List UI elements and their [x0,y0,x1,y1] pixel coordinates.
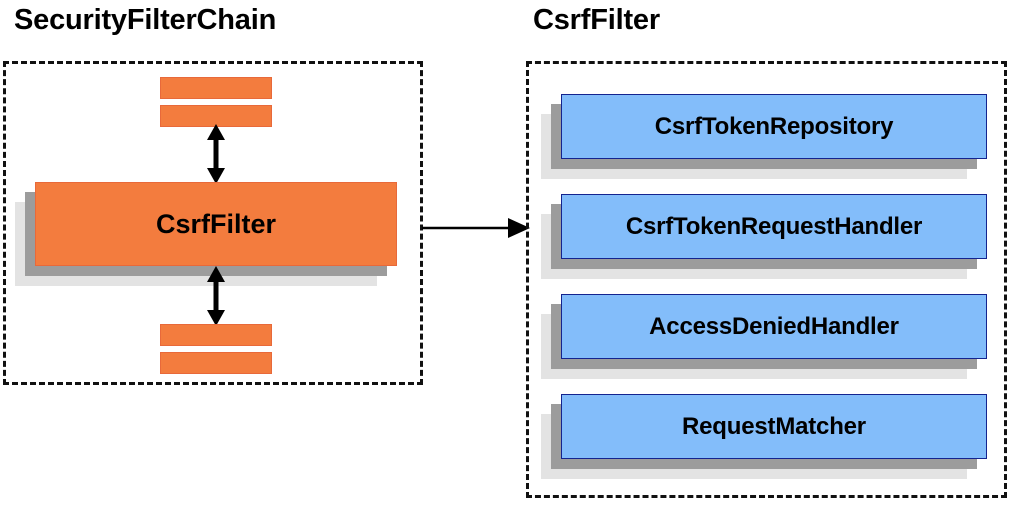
component-csrf-token-repository[interactable]: CsrfTokenRepository [561,94,987,159]
panel-security-filter-chain [3,61,423,385]
connector-arrow-bottom [207,266,225,326]
panel-csrf-filter-detail [526,61,1007,498]
panel-title-csrf-filter: CsrfFilter [533,4,660,36]
panel-title-security-filter-chain: SecurityFilterChain [14,4,277,36]
component-access-denied-handler[interactable]: AccessDeniedHandler [561,294,987,359]
peer-filter-bar-bottom-2 [160,352,272,374]
component-csrf-token-request-handler[interactable]: CsrfTokenRequestHandler [561,194,987,259]
block-csrf-filter[interactable]: CsrfFilter [35,182,397,266]
component-request-matcher[interactable]: RequestMatcher [561,394,987,459]
peer-filter-bar-bottom-1 [160,324,272,346]
cross-panel-arrow-icon [422,218,530,238]
peer-filter-bar-top-1 [160,77,272,99]
connector-arrow-top [207,124,225,184]
